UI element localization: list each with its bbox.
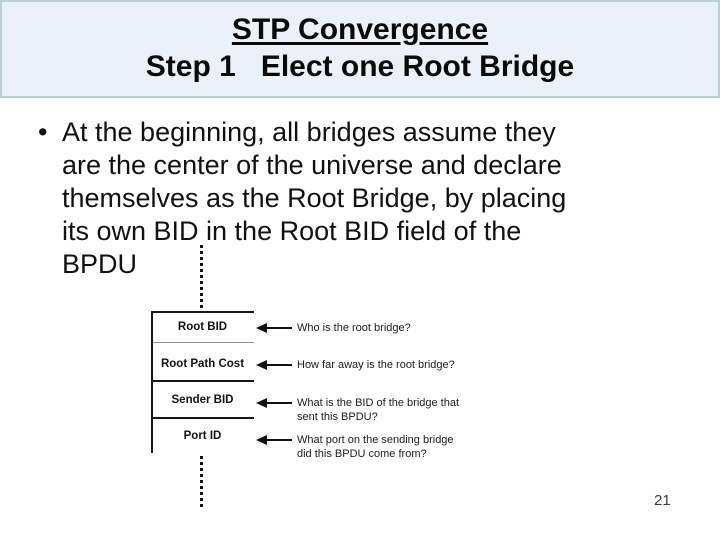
question-port-id: What port on the sending bridge did this… bbox=[297, 433, 454, 461]
bullet-text-line: At the beginning, all bridges assume the… bbox=[62, 117, 556, 147]
bpdu-table-top-border bbox=[151, 311, 254, 313]
arrowhead-icon bbox=[256, 323, 267, 333]
question-line: How far away is the root bridge? bbox=[297, 359, 455, 371]
question-line: What is the BID of the bridge that bbox=[297, 397, 460, 409]
bpdu-field-root-bid: Root BID bbox=[177, 321, 228, 333]
slide-header: STP Convergence Step 1 Elect one Root Br… bbox=[0, 0, 720, 98]
bullet-text-line: themselves as the Root Bridge, by placin… bbox=[62, 183, 567, 213]
question-line: sent this BPDU? bbox=[297, 411, 378, 423]
question-line: What port on the sending bridge bbox=[297, 434, 454, 446]
arrow-shaft bbox=[265, 402, 292, 404]
dotted-continuation-line-bottom bbox=[200, 456, 203, 510]
left-arrow-icon bbox=[256, 398, 292, 408]
bpdu-table-row-separator bbox=[151, 342, 254, 343]
page-number: 21 bbox=[654, 492, 671, 509]
question-root-path-cost: How far away is the root bridge? bbox=[297, 358, 455, 372]
bullet-paragraph: • At the beginning, all bridges assume t… bbox=[38, 116, 566, 281]
question-root-bid: Who is the root bridge? bbox=[297, 321, 411, 335]
arrowhead-icon bbox=[256, 398, 267, 408]
bpdu-table-left-border bbox=[151, 311, 153, 453]
question-sender-bid: What is the BID of the bridge that sent … bbox=[297, 396, 459, 424]
bpdu-field-root-path-cost: Root Path Cost bbox=[160, 358, 245, 370]
left-arrow-icon bbox=[256, 323, 292, 333]
arrowhead-icon bbox=[256, 435, 267, 445]
left-arrow-icon bbox=[256, 435, 292, 445]
arrow-shaft bbox=[265, 364, 292, 366]
bullet-text-line: BPDU bbox=[62, 249, 138, 279]
slide-title: STP Convergence bbox=[231, 13, 489, 46]
bullet-text: At the beginning, all bridges assume the… bbox=[62, 116, 566, 281]
arrow-shaft bbox=[265, 327, 292, 329]
arrowhead-icon bbox=[256, 360, 267, 370]
slide-subtitle: Step 1 Elect one Root Bridge bbox=[145, 50, 575, 83]
bullet-text-line: its own BID in the Root BID field of the bbox=[62, 216, 522, 246]
dotted-continuation-line-top bbox=[200, 245, 203, 309]
arrow-shaft bbox=[265, 439, 292, 441]
question-line: Who is the root bridge? bbox=[297, 322, 411, 334]
bpdu-field-port-id: Port ID bbox=[183, 430, 222, 442]
bpdu-table-row-separator bbox=[151, 380, 254, 382]
question-line: did this BPDU come from? bbox=[297, 448, 427, 460]
bullet-text-line: are the center of the universe and decla… bbox=[62, 150, 562, 180]
bpdu-table-row-separator bbox=[151, 417, 254, 419]
left-arrow-icon bbox=[256, 360, 292, 370]
bullet-icon: • bbox=[38, 117, 48, 147]
bpdu-field-sender-bid: Sender BID bbox=[171, 394, 234, 406]
